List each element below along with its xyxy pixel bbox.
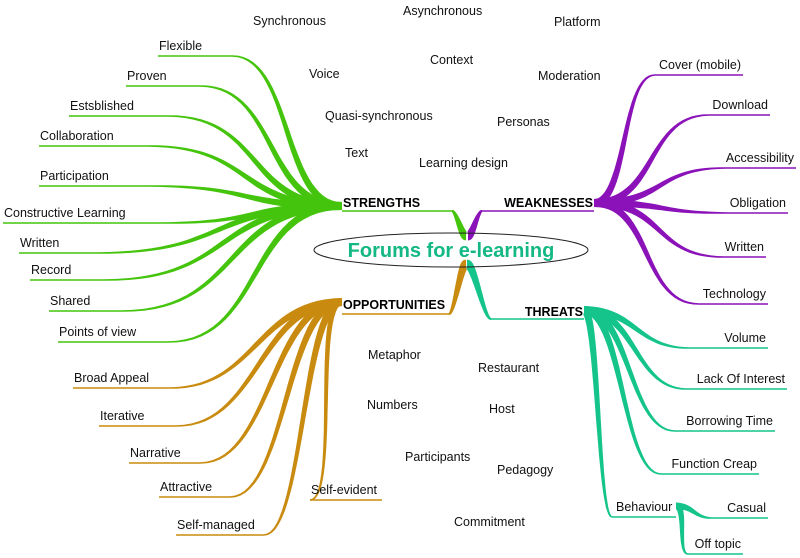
weakness-item-accessibility[interactable]: Accessibility: [726, 151, 795, 165]
threat-item-lack-of-interest[interactable]: Lack Of Interest: [697, 372, 786, 386]
weaknesses-heading[interactable]: WEAKNESSES: [504, 196, 593, 210]
keyword-text: Text: [345, 146, 368, 160]
keyword-personas: Personas: [497, 115, 550, 129]
keyword-learning-design: Learning design: [419, 156, 508, 170]
keyword-asynchronous: Asynchronous: [403, 4, 482, 18]
strength-item-record[interactable]: Record: [31, 263, 71, 277]
strength-item-participation[interactable]: Participation: [40, 169, 109, 183]
threat-branch-line: [582, 306, 612, 518]
threat-item-volume[interactable]: Volume: [724, 331, 766, 345]
threat-branch-line: [584, 306, 686, 390]
opportunity-branch-line: [230, 298, 342, 498]
strength-branch-line: [148, 145, 342, 210]
strength-branch-line: [200, 85, 342, 210]
strength-item-written[interactable]: Written: [20, 236, 59, 250]
weakness-item-cover-mobile[interactable]: Cover (mobile): [659, 58, 741, 72]
weakness-branch-line: [594, 167, 726, 207]
weakness-item-download[interactable]: Download: [712, 98, 768, 112]
strength-branch-line: [168, 115, 342, 210]
central-ellipse: [313, 232, 589, 268]
opportunity-branch-line: [200, 298, 342, 464]
threat-item-borrowing-time[interactable]: Borrowing Time: [686, 414, 773, 428]
opportunity-branch-line: [264, 298, 342, 536]
strength-branch-line: [122, 202, 342, 312]
strength-branch-line: [104, 202, 342, 281]
weakness-branch-line: [594, 114, 709, 207]
opportunity-item-narrative[interactable]: Narrative: [130, 446, 181, 460]
threats-to-center-line: [465, 259, 491, 320]
labels: FlexibleProvenEstsblishedCollaborationPa…: [4, 4, 795, 551]
strength-item-constructive-learning[interactable]: Constructive Learning: [4, 206, 126, 220]
threat-item-function-creap[interactable]: Function Creap: [672, 457, 758, 471]
opportunity-item-broad-appeal[interactable]: Broad Appeal: [74, 371, 149, 385]
opportunity-branch-line: [310, 299, 342, 501]
keyword-quasi-synchronous: Quasi-synchronous: [325, 109, 433, 123]
behaviour-sub-item-off-topic[interactable]: Off topic: [695, 537, 741, 551]
keyword-numbers: Numbers: [367, 398, 418, 412]
keyword-moderation: Moderation: [538, 69, 601, 83]
weakness-item-written[interactable]: Written: [725, 240, 764, 254]
strength-item-points-of-view[interactable]: Points of view: [59, 325, 137, 339]
keyword-host: Host: [489, 402, 515, 416]
keyword-metaphor: Metaphor: [368, 348, 421, 362]
branch-lines: [3, 55, 796, 555]
weakness-item-obligation[interactable]: Obligation: [730, 196, 786, 210]
strength-item-estsblished[interactable]: Estsblished: [70, 99, 134, 113]
strength-item-flexible[interactable]: Flexible: [159, 39, 202, 53]
threat-branch-line: [584, 306, 675, 432]
opportunities-to-center-line: [448, 259, 469, 315]
weakness-branch-line: [594, 74, 655, 207]
keyword-restaurant: Restaurant: [478, 361, 540, 375]
strength-item-shared[interactable]: Shared: [50, 294, 90, 308]
strength-branch-line: [168, 202, 342, 343]
opportunity-item-self-evident[interactable]: Self-evident: [311, 483, 378, 497]
opportunity-item-attractive[interactable]: Attractive: [160, 480, 212, 494]
strength-branch-line: [232, 55, 342, 210]
central-title: Forums for e-learning: [348, 240, 555, 262]
weakness-item-technology[interactable]: Technology: [703, 287, 767, 301]
behaviour-sub-branch-line: [676, 502, 712, 519]
keyword-participants: Participants: [405, 450, 470, 464]
keyword-voice: Voice: [309, 67, 340, 81]
strength-item-collaboration[interactable]: Collaboration: [40, 129, 114, 143]
weakness-branch-line: [594, 199, 730, 214]
keyword-commitment: Commitment: [454, 515, 525, 529]
threats-heading[interactable]: THREATS: [525, 305, 583, 319]
keyword-platform: Platform: [554, 15, 601, 29]
behaviour-sub-item-casual[interactable]: Casual: [727, 501, 766, 515]
opportunity-item-self-managed[interactable]: Self-managed: [177, 518, 255, 532]
keyword-synchronous: Synchronous: [253, 14, 326, 28]
threat-item-behaviour[interactable]: Behaviour: [616, 500, 672, 514]
strength-item-proven[interactable]: Proven: [127, 69, 167, 83]
threat-branch-line: [584, 306, 661, 475]
opportunities-heading[interactable]: OPPORTUNITIES: [343, 298, 445, 312]
strengths-heading[interactable]: STRENGTHS: [343, 196, 420, 210]
opportunity-branch-line: [170, 298, 342, 389]
keyword-pedagogy: Pedagogy: [497, 463, 554, 477]
opportunity-branch-line: [176, 298, 342, 427]
keyword-context: Context: [430, 53, 474, 67]
behaviour-sub-branch-line: [676, 502, 688, 555]
strength-branch-line: [148, 185, 342, 210]
weakness-branch-line: [594, 199, 724, 258]
opportunity-item-iterative[interactable]: Iterative: [100, 409, 145, 423]
weakness-branch-line: [594, 199, 699, 305]
strength-branch-line: [96, 202, 342, 254]
central-topic[interactable]: Forums for e-learning: [313, 232, 589, 268]
